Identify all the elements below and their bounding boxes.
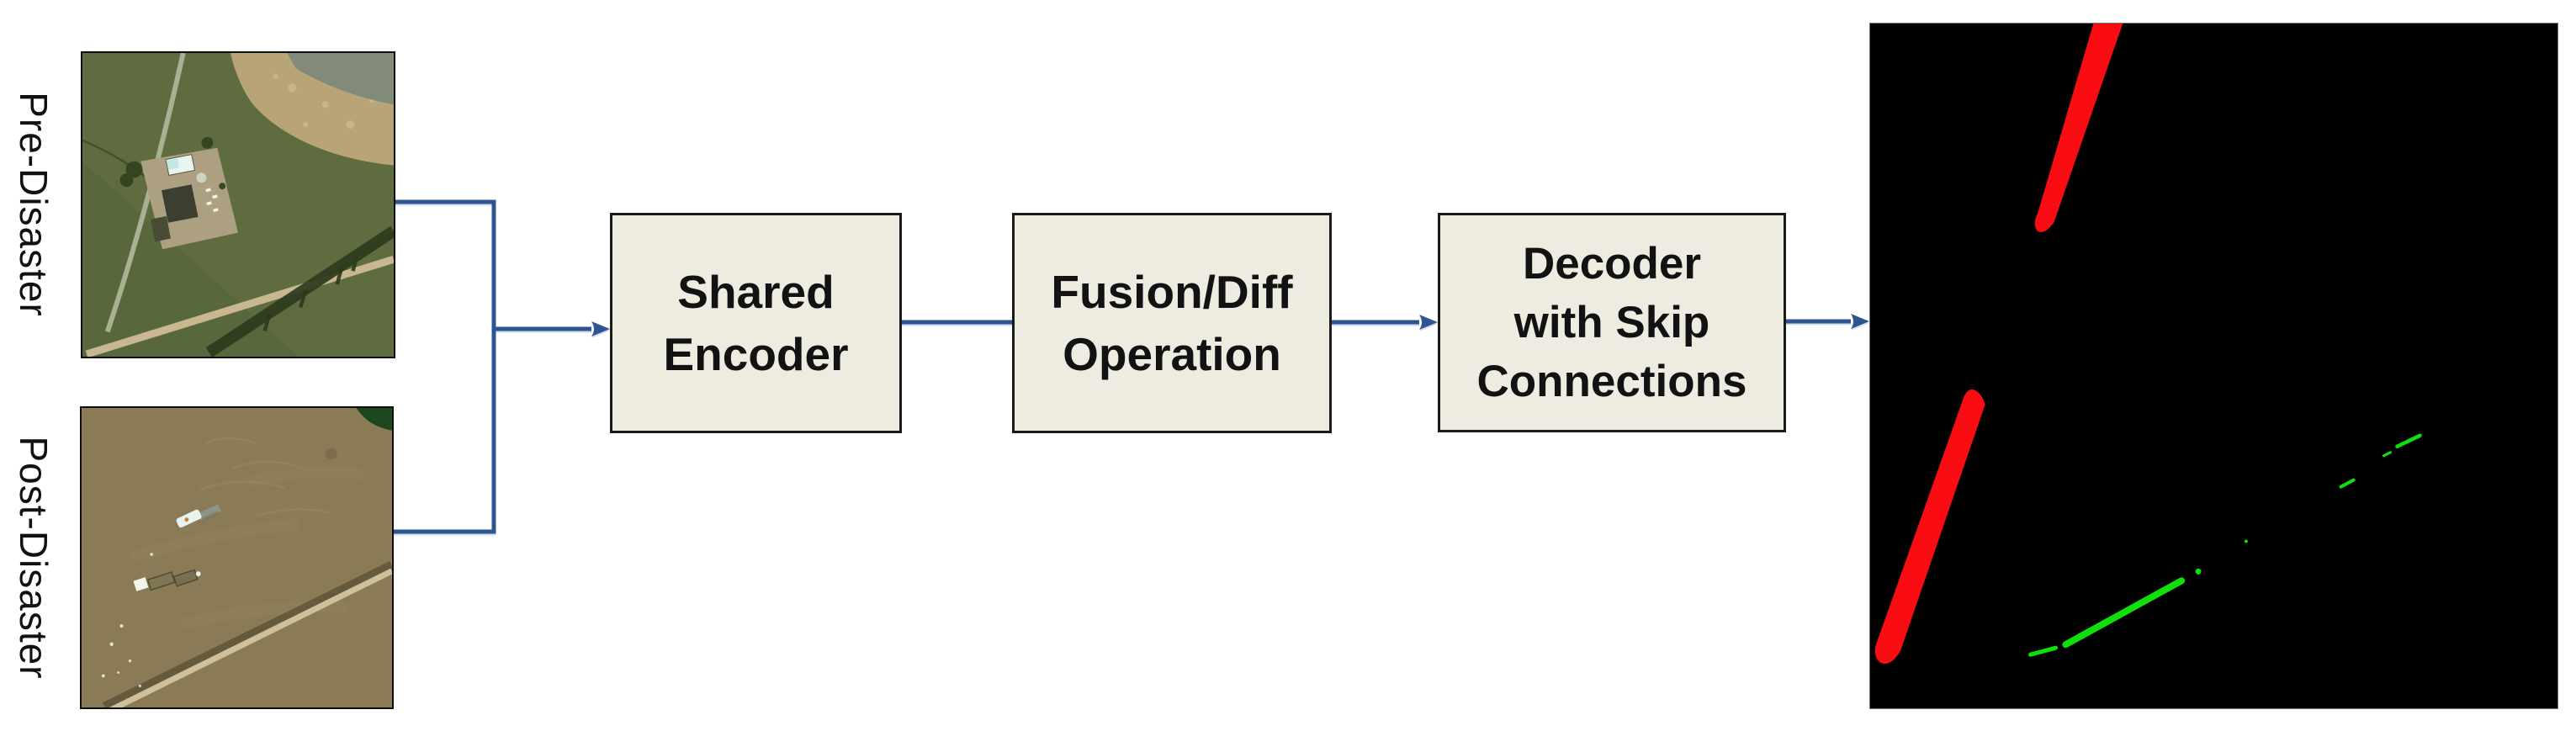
floating-debris <box>101 553 153 687</box>
input-merge-bracket <box>394 199 496 534</box>
box-label-line: Decoder <box>1522 238 1702 289</box>
mask-background <box>1870 24 2557 708</box>
post-disaster-label: Post-Disaster <box>12 436 56 680</box>
bridge-shadow <box>205 225 394 357</box>
shared-encoder-box: Shared Encoder <box>610 213 902 433</box>
boat-1 <box>176 504 221 528</box>
cyan-roof <box>166 158 179 170</box>
pier-shadows <box>262 255 359 331</box>
trees <box>119 136 226 190</box>
post-disaster-graphic <box>82 408 392 707</box>
red-change-streak-left <box>1874 389 1985 665</box>
vegetation-corner <box>356 408 392 431</box>
pre-disaster-label: Pre-Disaster <box>12 92 56 317</box>
pre-disaster-image <box>81 51 395 358</box>
floodwater-background <box>82 408 392 707</box>
water-band <box>269 53 394 105</box>
pre-disaster-graphic <box>82 53 394 357</box>
boat-2-barges <box>133 569 201 591</box>
flooded-road <box>109 568 392 707</box>
red-change-streak-top <box>2034 24 2123 233</box>
decoder-skip-connections-box: Decoder with Skip Connections <box>1438 213 1786 432</box>
box-label-line: Connections <box>1476 356 1747 406</box>
box-label-line: Operation <box>1063 328 1281 380</box>
post-disaster-image <box>80 406 394 709</box>
causeway-road <box>85 256 394 357</box>
road-shadow-edge <box>102 561 392 707</box>
debris-smudge <box>325 448 337 460</box>
sediment-streaks <box>130 465 366 630</box>
dark-building <box>162 184 199 223</box>
shed-building <box>151 215 171 242</box>
water-ripples <box>199 437 332 517</box>
box-label-line: Fusion/Diff <box>1051 266 1293 318</box>
power-line <box>82 139 150 181</box>
box-label-line: with Skip <box>1513 297 1710 347</box>
output-change-mask <box>1869 23 2558 709</box>
fusion-diff-operation-box: Fusion/Diff Operation <box>1012 213 1332 433</box>
green-change-dots <box>2195 539 2248 575</box>
change-mask-graphic <box>1870 24 2557 708</box>
box-label-line: Shared <box>677 266 835 318</box>
green-change-marks <box>2028 433 2422 657</box>
box-label-line: Encoder <box>663 328 849 380</box>
tank <box>196 172 207 183</box>
parked-cars <box>205 188 219 213</box>
